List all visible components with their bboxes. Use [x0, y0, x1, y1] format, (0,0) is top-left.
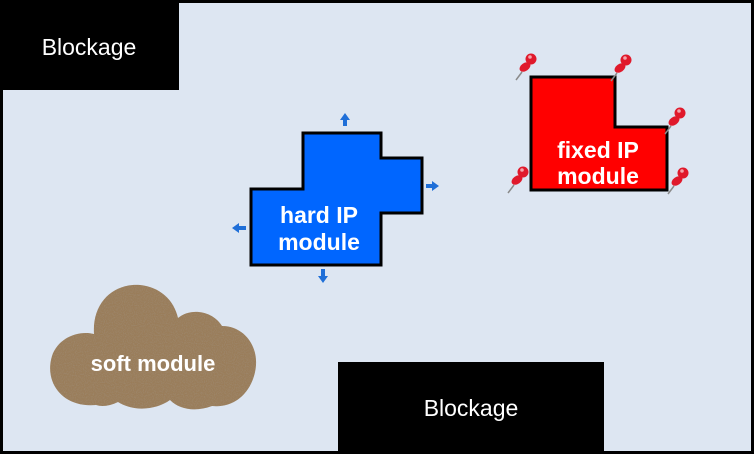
blockage-top-left: Blockage: [0, 0, 179, 90]
blockage-top-left-rect: [0, 0, 179, 90]
fixed-ip-label-line1: fixed IP: [557, 137, 639, 163]
fixed-ip-module: fixed IP module: [507, 52, 690, 195]
move-right-arrow-icon: [426, 181, 439, 191]
hard-ip-shape: [249, 131, 424, 267]
move-up-arrow-icon: [340, 113, 350, 126]
fixed-ip-shape: [529, 75, 669, 192]
fixed-ip-label-line2: module: [557, 163, 639, 189]
move-left-arrow-icon: [232, 223, 246, 233]
soft-module-cloud: [50, 284, 257, 410]
blockage-bottom-label: Blockage: [424, 395, 519, 421]
hard-ip-label-line1: hard IP: [280, 202, 358, 228]
hard-ip-module: hard IP module: [232, 113, 439, 283]
soft-module: soft module: [50, 284, 257, 410]
soft-module-label: soft module: [91, 351, 216, 376]
blockage-top-left-label: Blockage: [42, 34, 137, 60]
blockage-bottom-rect: [338, 362, 604, 454]
blockage-bottom: Blockage: [338, 362, 604, 454]
hard-ip-label-line2: module: [278, 229, 360, 255]
move-down-arrow-icon: [318, 269, 328, 283]
